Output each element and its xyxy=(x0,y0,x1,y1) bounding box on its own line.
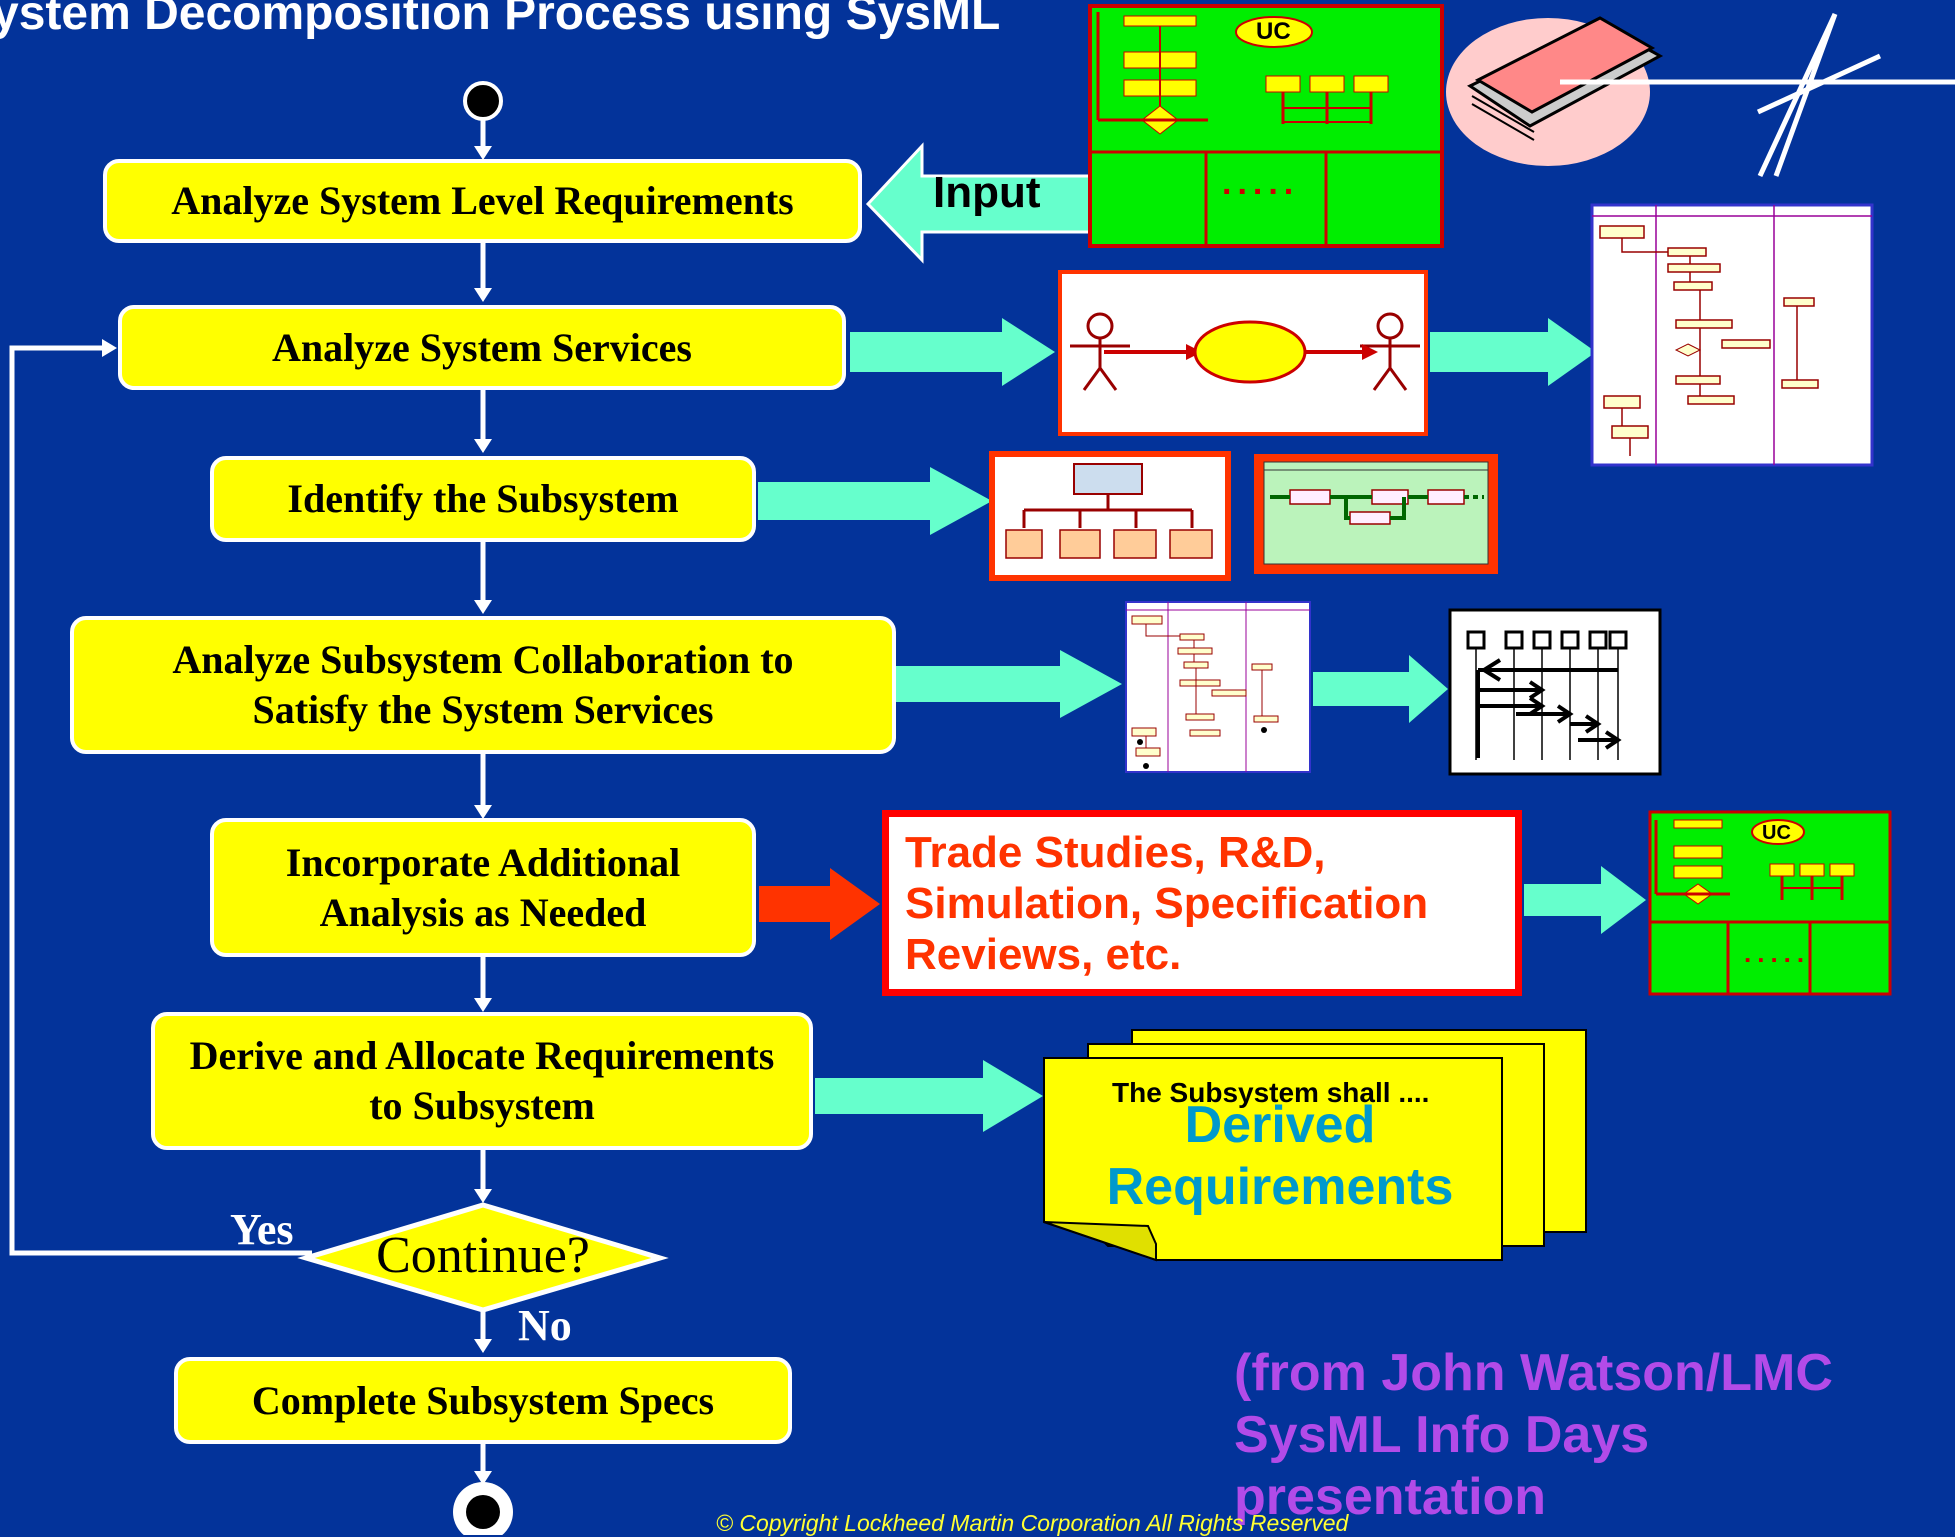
uc-badge-top: UC xyxy=(1256,18,1291,45)
model-thumbnail-bottom xyxy=(1648,810,1892,996)
trade-studies-box: Trade Studies, R&D, Simulation, Specific… xyxy=(882,810,1522,996)
lockheed-martin-star-logo xyxy=(1560,12,1955,178)
activity-diagram-thumbnail xyxy=(1590,203,1874,467)
block-diagram-thumbnail xyxy=(989,451,1231,581)
flow-connectors xyxy=(9,119,492,1485)
decision-no-label: No xyxy=(518,1301,572,1350)
thumbnail-dots-top: ..... xyxy=(1222,164,1300,202)
use-case-thumbnail xyxy=(1058,270,1428,436)
derived-requirements-label: Derived Requirements xyxy=(1106,1096,1454,1216)
step-analyze-system-level-requirements: Analyze System Level Requirements xyxy=(103,159,862,243)
step-analyze-subsystem-collaboration: Analyze Subsystem Collaboration to Satis… xyxy=(70,616,896,754)
step-complete-subsystem-specs: Complete Subsystem Specs xyxy=(174,1357,792,1444)
derived-requirements-pages xyxy=(1043,1029,1587,1262)
input-label: Input xyxy=(933,168,1041,217)
page-title: ystem Decomposition Process using SysML xyxy=(0,0,1001,40)
thumbnail-dots-bottom: ..... xyxy=(1744,938,1811,968)
decision-label: Continue? xyxy=(376,1227,590,1284)
collaboration-activity-thumbnail xyxy=(1125,601,1311,773)
internal-block-thumbnail xyxy=(1254,454,1498,574)
uc-badge-bottom: UC xyxy=(1762,822,1791,844)
step-identify-subsystem: Identify the Subsystem xyxy=(210,456,756,542)
source-note: (from John Watson/LMC SysML Info Days pr… xyxy=(1234,1344,1833,1526)
model-thumbnail-top xyxy=(1088,4,1444,248)
subsystem-shall-text: The Subsystem shall .... xyxy=(1112,1077,1430,1108)
decision-diamond xyxy=(297,1202,669,1313)
book-clipart xyxy=(1446,16,1664,166)
step-analyze-system-services: Analyze System Services xyxy=(118,305,846,390)
step-incorporate-additional-analysis: Incorporate Additional Analysis as Neede… xyxy=(210,818,756,957)
sequence-diagram-thumbnail xyxy=(1448,608,1662,776)
process-arrows xyxy=(758,318,1646,1132)
end-node xyxy=(453,1482,513,1535)
start-node xyxy=(463,81,503,121)
copyright-notice: © Copyright Lockheed Martin Corporation … xyxy=(716,1510,1349,1536)
additional-analysis-arrow xyxy=(759,868,880,940)
step-derive-allocate-requirements: Derive and Allocate Requirements to Subs… xyxy=(151,1012,813,1150)
decision-yes-label: Yes xyxy=(230,1205,294,1254)
